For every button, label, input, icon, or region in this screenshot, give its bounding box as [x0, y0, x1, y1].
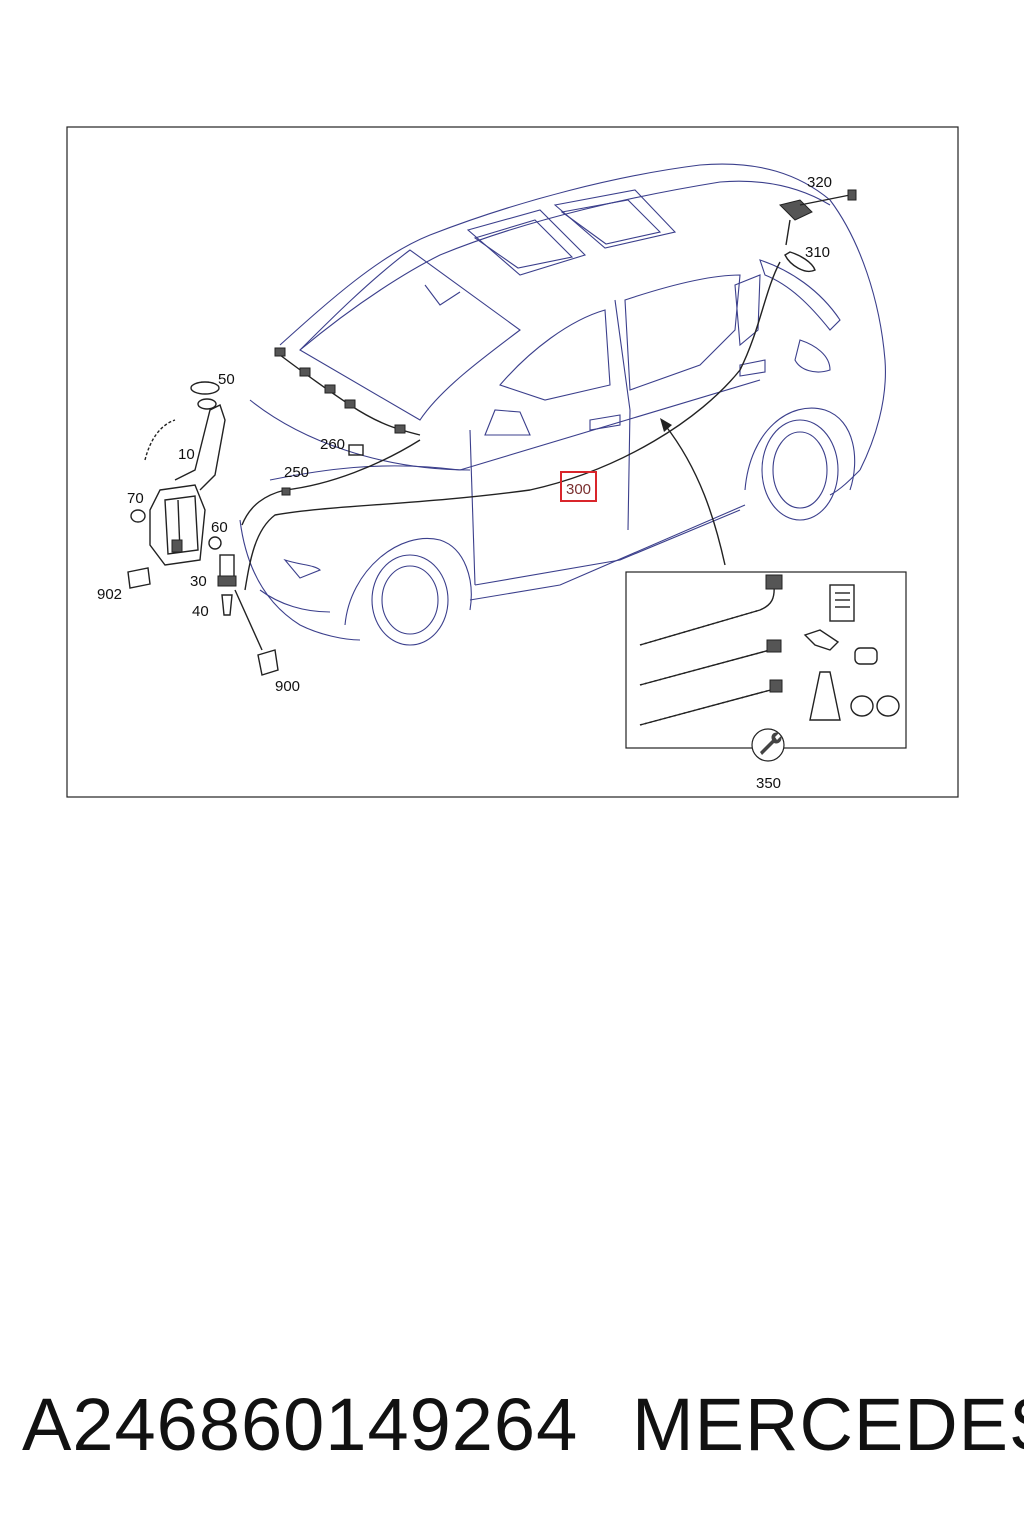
- callout-10: 10: [178, 446, 195, 463]
- nozzle-clips: [274, 347, 406, 496]
- callout-260: 260: [320, 436, 345, 453]
- grommet-60: [208, 536, 222, 550]
- inset-arrow-head: [660, 418, 672, 432]
- callout-350: 350: [756, 775, 781, 792]
- wrench-icon: [751, 728, 785, 762]
- part-number: A246860149264: [22, 1383, 579, 1466]
- clip-260: [348, 444, 364, 456]
- bracket-900: [257, 649, 279, 676]
- connector-40: [221, 594, 233, 616]
- callout-310: 310: [805, 244, 830, 261]
- callout-902: 902: [97, 586, 122, 603]
- callout-300-highlight: [560, 471, 597, 502]
- callout-70: 70: [127, 490, 144, 507]
- callout-60: 60: [211, 519, 228, 536]
- washer-hoses: [241, 261, 781, 591]
- cap-70: [130, 509, 146, 523]
- callout-250: 250: [284, 464, 309, 481]
- brand-name: MERCEDES: [632, 1383, 1024, 1466]
- callout-320: 320: [807, 174, 832, 191]
- callout-30: 30: [190, 573, 207, 590]
- parts-diagram: 10 30 40 50 60 70 250 260 300 310 320 35…: [66, 126, 959, 798]
- pump-30: [217, 554, 237, 587]
- callout-50: 50: [218, 371, 235, 388]
- washer-reservoir: [144, 381, 226, 566]
- diagram-frame: [66, 126, 959, 798]
- car-outline: [239, 163, 886, 646]
- bracket-902: [127, 567, 151, 589]
- footer: A246860149264 MERCEDES: [0, 1370, 1024, 1480]
- inset-arrow: [664, 424, 726, 566]
- callout-900: 900: [275, 678, 300, 695]
- repair-kit-parts: [639, 574, 900, 726]
- repair-kit-inset: [625, 571, 907, 749]
- callout-300: 300: [566, 481, 591, 498]
- callout-40: 40: [192, 603, 209, 620]
- grommet-310: [784, 251, 816, 272]
- rear-nozzle-320: [779, 189, 857, 246]
